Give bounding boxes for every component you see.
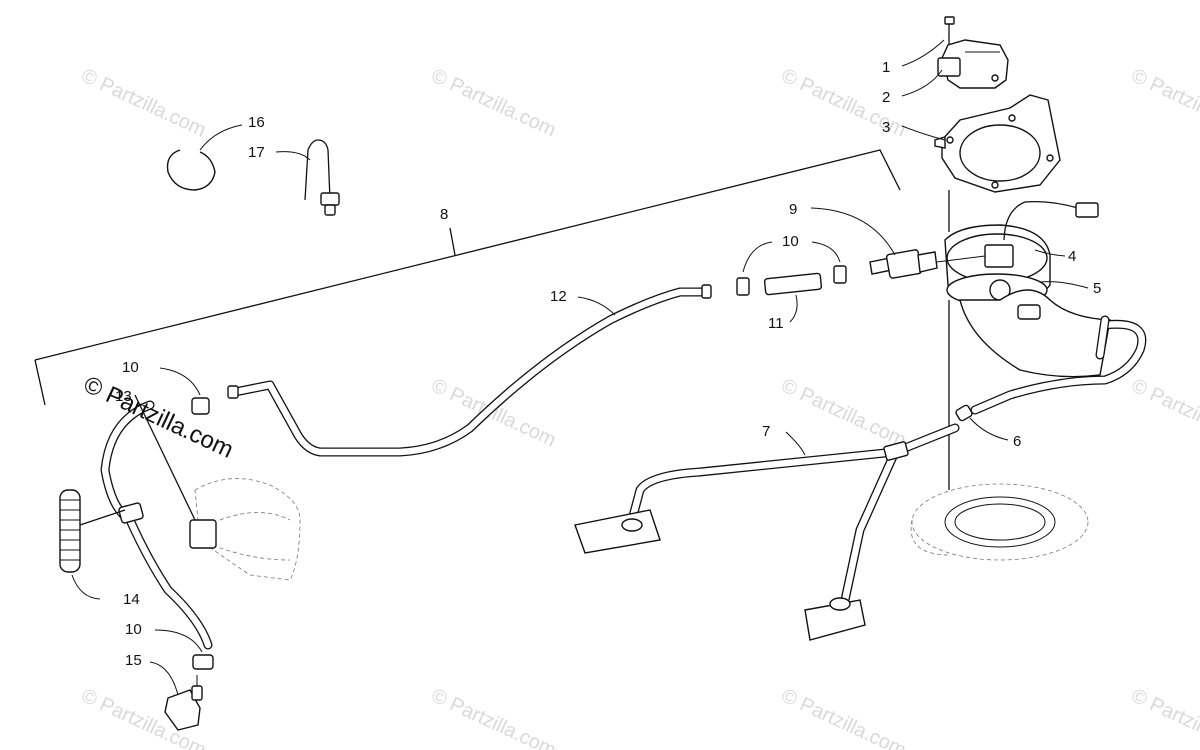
insulating-sleeve-part-14 [59,489,126,573]
clamp-part-6 [955,404,973,422]
callout-14: 14 [123,591,140,608]
hose-segment-part-11 [763,272,823,296]
callout-8: 8 [440,206,448,223]
vent-hose-part-7 [574,423,960,641]
callout-12: 12 [550,288,567,305]
callout-15: 15 [125,652,142,669]
hose-clip-part-16 [166,149,216,191]
watermark-prominent: © Partzilla.com [79,371,237,464]
callout-10-lower: 10 [125,621,142,638]
vehicle-frame-reference [134,394,301,581]
fuel-pump-module-part-4-5 [944,224,1111,378]
elbow-fitting-part-15 [164,675,203,731]
svg-text:© Partzilla.com: © Partzilla.com [78,65,209,142]
clamp-part-10-lower [192,654,214,670]
clamp-part-10-upper-left [736,277,750,296]
callout-5: 5 [1093,280,1101,297]
quick-connector-part-9 [869,249,986,279]
callout-11: 11 [768,315,784,332]
callout-13: 13 [115,388,132,405]
callout-labels: 1 2 3 4 5 6 7 8 9 10 10 10 11 12 13 14 1… [115,59,1101,669]
callout-10-upper: 10 [782,233,799,250]
assembly-bracket-part-8 [34,149,901,406]
svg-text:© Partzilla.com: © Partzilla.com [428,65,559,142]
callout-4: 4 [1068,248,1076,265]
svg-text:© Partzilla.com: © Partzilla.com [778,375,909,452]
clamp-part-10-left [191,397,210,415]
svg-text:© Partzilla.com: © Partzilla.com [778,685,909,750]
callout-6: 6 [1013,433,1021,450]
connector-part-4 [1075,202,1099,218]
callout-17: 17 [248,144,265,161]
gasket-ring-part-3 [934,94,1061,193]
callout-3: 3 [882,119,890,136]
svg-text:© Partzilla.com: © Partzilla.com [1128,375,1200,452]
svg-text:© Partzilla.com: © Partzilla.com [1128,65,1200,142]
callout-10-left: 10 [122,359,139,376]
callout-16: 16 [248,114,265,131]
fuel-line-part-12 [227,284,712,457]
svg-text:© Partzilla.com: © Partzilla.com [1128,685,1200,750]
leader-lines [71,39,1089,696]
callout-1: 1 [882,59,890,76]
callout-9: 9 [789,201,797,218]
hose-part-13 [100,400,213,650]
retaining-clip-part-17 [304,139,340,216]
tank-opening [910,483,1089,561]
callout-2: 2 [882,89,890,106]
svg-text:© Partzilla.com: © Partzilla.com [428,685,559,750]
clamp-part-10-upper-right [833,265,847,284]
callout-7: 7 [762,423,770,440]
sender-unit-part-2 [937,39,1009,89]
screw-part-1 [944,16,955,44]
